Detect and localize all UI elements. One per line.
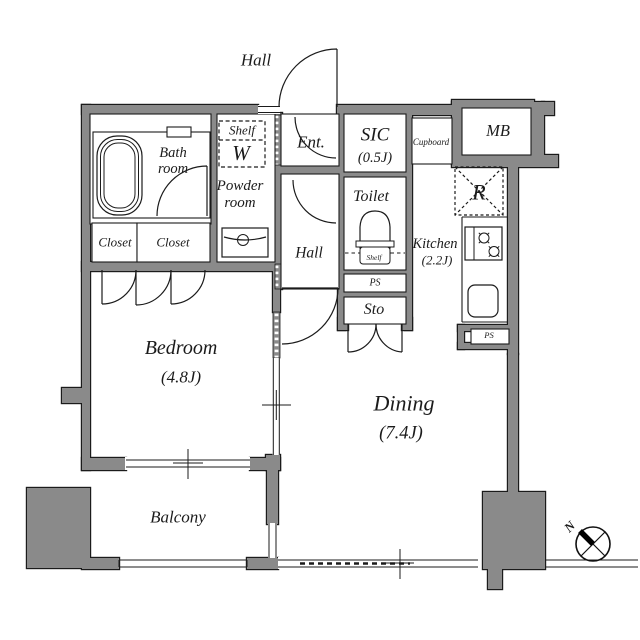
- fixtures: [96, 48, 638, 579]
- walls: [27, 100, 558, 589]
- compass-rose: [575, 526, 611, 562]
